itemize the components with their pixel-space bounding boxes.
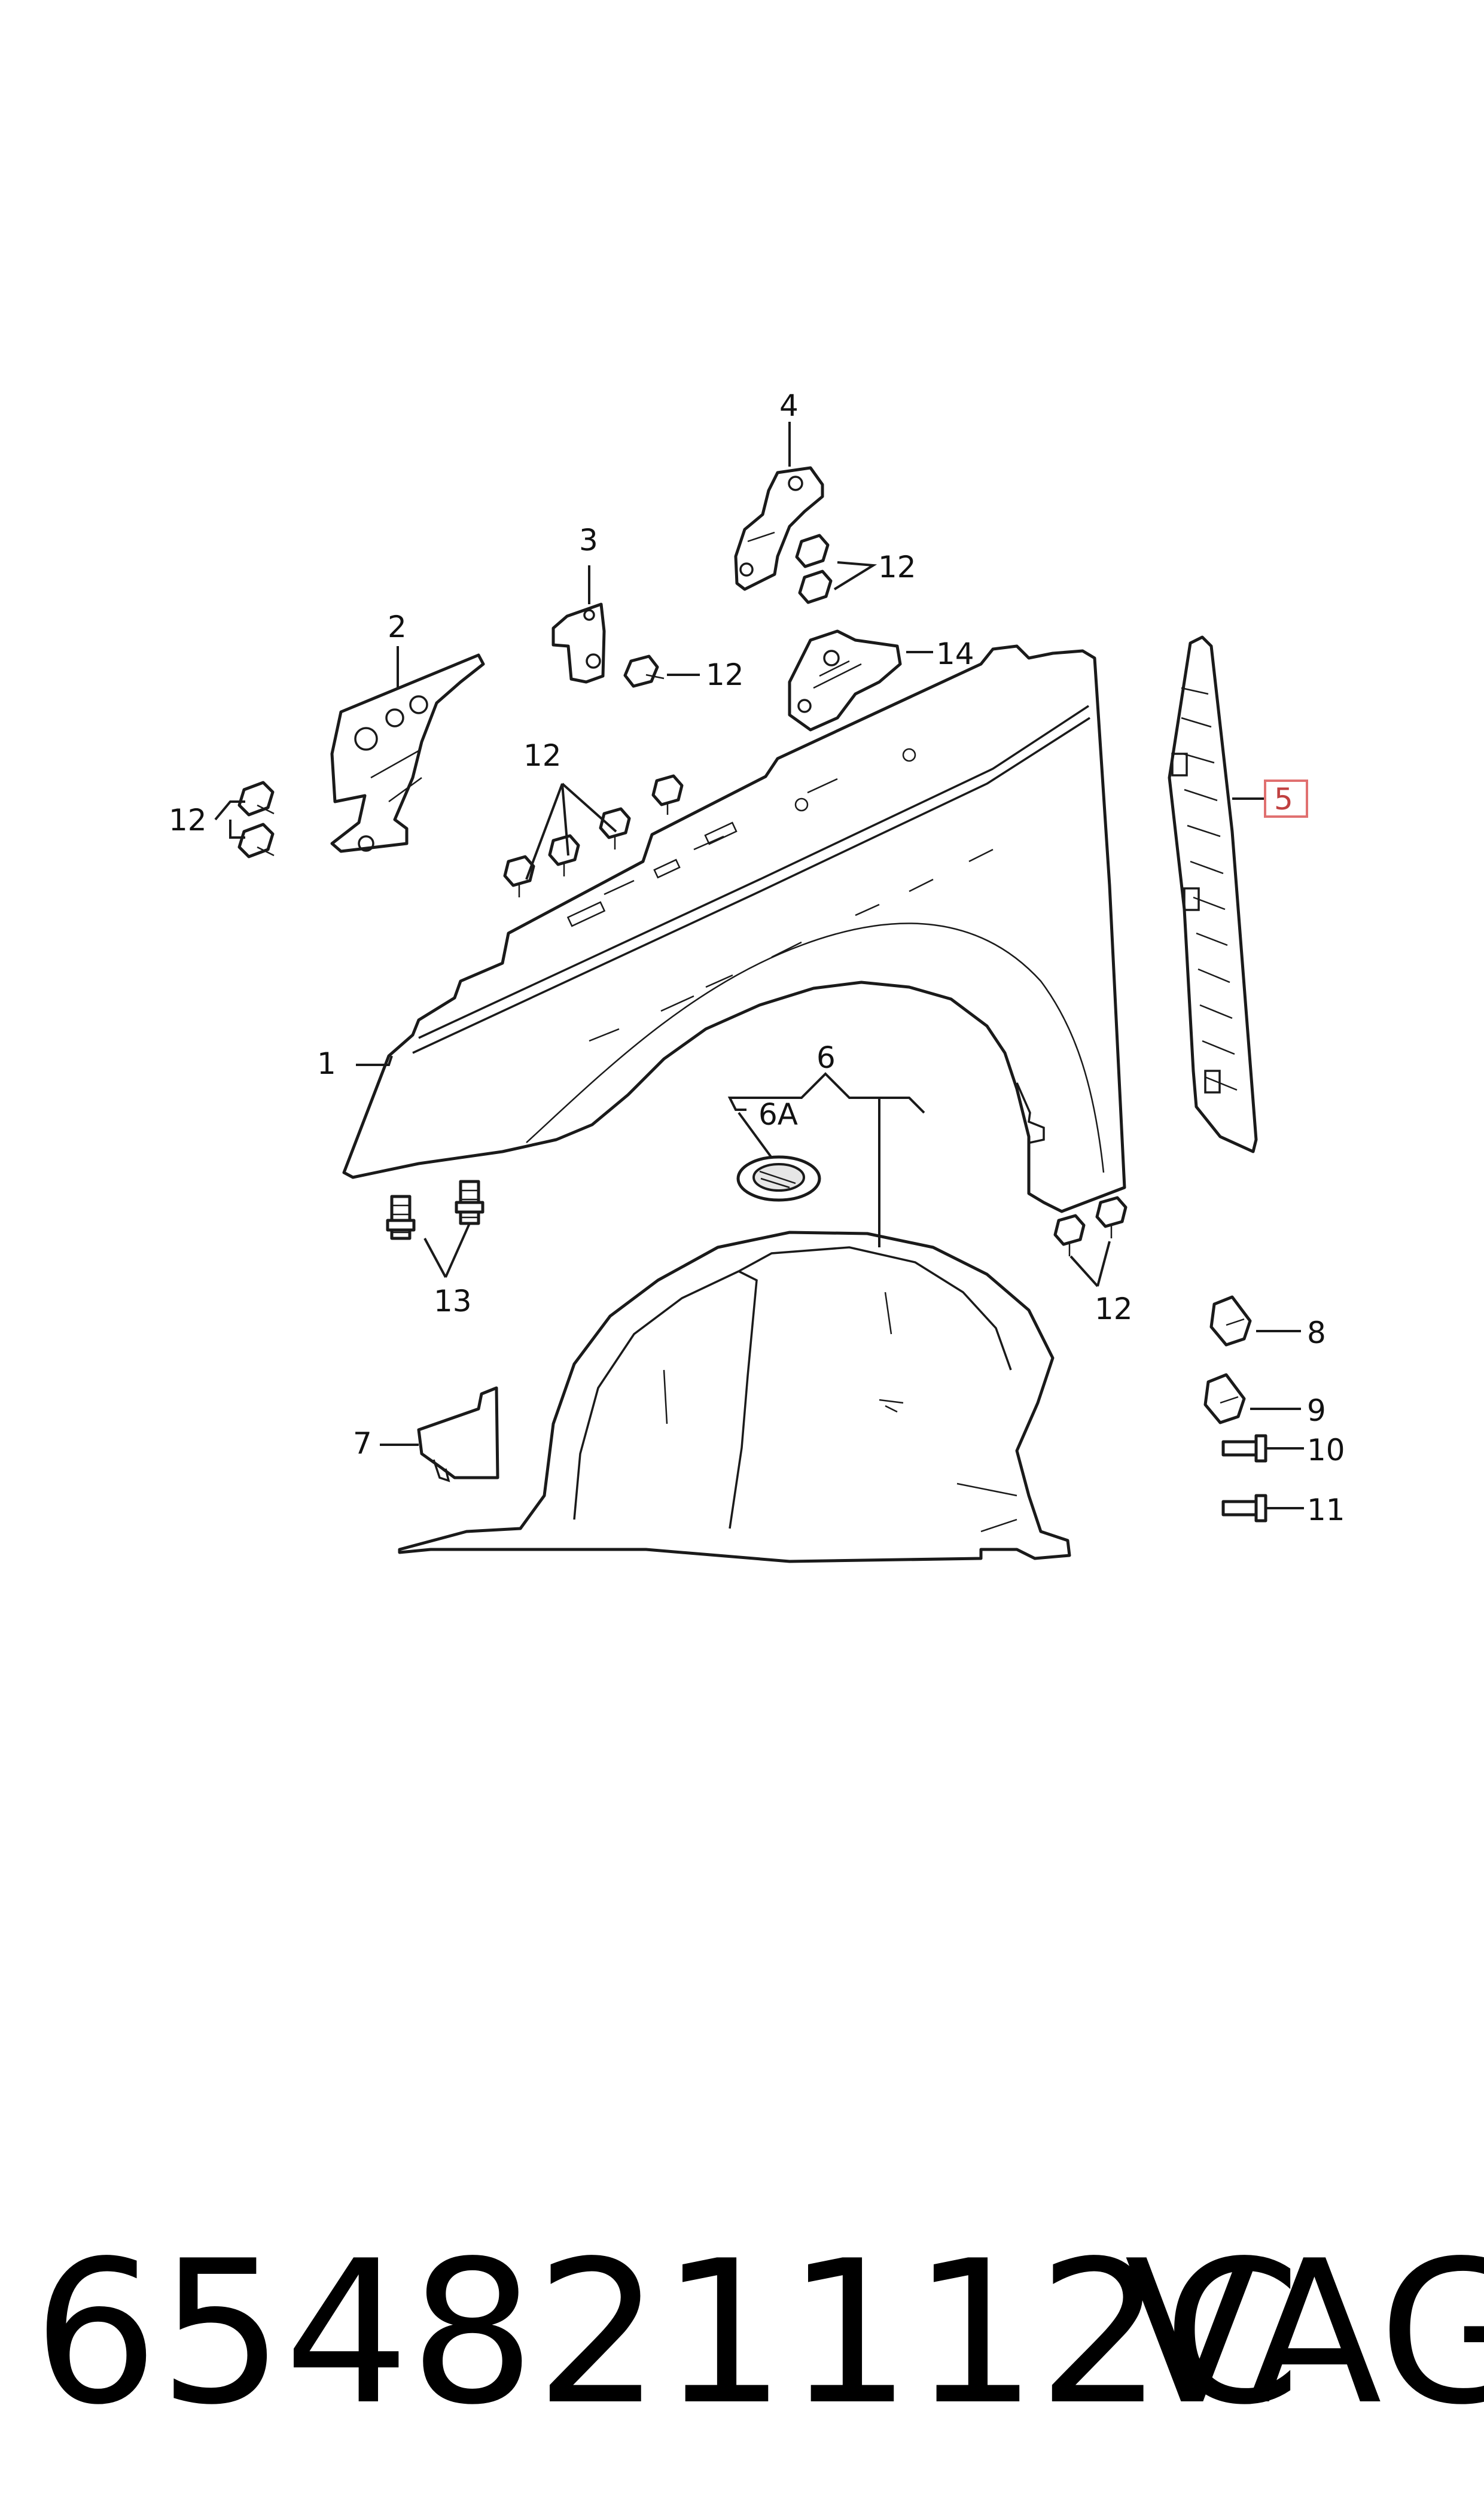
seal-strip-part[interactable]: [1168, 635, 1258, 1153]
bolt-icon[interactable]: [1053, 1214, 1086, 1256]
bolt-icon[interactable]: [795, 534, 830, 568]
clip-icon[interactable]: [1209, 1295, 1252, 1347]
callout-3: 3: [579, 523, 598, 558]
callout-2: 2: [388, 610, 407, 644]
callout-12-upper-right: 12: [878, 550, 916, 584]
front-bracket-part[interactable]: [330, 653, 485, 853]
fender-part[interactable]: [342, 644, 1126, 1213]
callout-6a: 6A: [758, 1097, 798, 1132]
callout-10: 10: [1307, 1433, 1345, 1467]
grommet-part[interactable]: [736, 1155, 821, 1202]
callout-1: 1: [317, 1046, 336, 1081]
callout-11: 11: [1307, 1493, 1345, 1527]
bolt-icon[interactable]: [548, 834, 580, 876]
upper-bracket-part[interactable]: [734, 466, 824, 591]
footer: 654821112C VAG: [0, 2213, 1484, 2453]
bolt-icon[interactable]: [623, 654, 665, 688]
callout-8: 8: [1307, 1316, 1326, 1350]
stud-icon[interactable]: [455, 1180, 484, 1225]
callout-4: 4: [779, 388, 799, 423]
callout-12-left: 12: [169, 803, 207, 838]
bolt-icon[interactable]: [503, 855, 535, 897]
callout-labels: 1 2 3 4 5 6 6A 7 8 9 10 11 12 12 12 12 1…: [169, 388, 1345, 1527]
bolt-icon[interactable]: [798, 570, 833, 604]
clip-bracket-part[interactable]: [417, 1386, 499, 1482]
callout-14: 14: [936, 637, 974, 671]
bolt-icon[interactable]: [237, 823, 275, 858]
leader-lines: [214, 422, 1308, 1509]
callout-6: 6: [816, 1040, 836, 1075]
bolt-icon[interactable]: [599, 807, 631, 850]
small-bracket-part[interactable]: [551, 602, 606, 684]
bolt-icon[interactable]: [1095, 1196, 1128, 1238]
part-number: 654821112C: [33, 2218, 1302, 2448]
callout-13: 13: [434, 1284, 472, 1319]
bolt-icon[interactable]: [237, 781, 275, 817]
stud-icon[interactable]: [386, 1195, 416, 1240]
clip-icon[interactable]: [1203, 1373, 1246, 1424]
bolt-icons: [237, 534, 1267, 1523]
callout-5: 5: [1274, 782, 1293, 817]
callout-12-middle: 12: [523, 738, 562, 773]
callout-7: 7: [353, 1426, 372, 1461]
screw-icon[interactable]: [1221, 1494, 1267, 1523]
callout-12-top: 12: [706, 657, 744, 692]
screw-icon[interactable]: [1221, 1434, 1267, 1463]
callout-9: 9: [1307, 1393, 1326, 1428]
brand-label: VAG: [1125, 2218, 1484, 2448]
callout-12-lower-right: 12: [1095, 1292, 1133, 1326]
inner-bracket-part[interactable]: [788, 629, 902, 732]
bolt-icon[interactable]: [651, 774, 684, 815]
wheel-housing-liner-part[interactable]: [398, 1231, 1071, 1563]
